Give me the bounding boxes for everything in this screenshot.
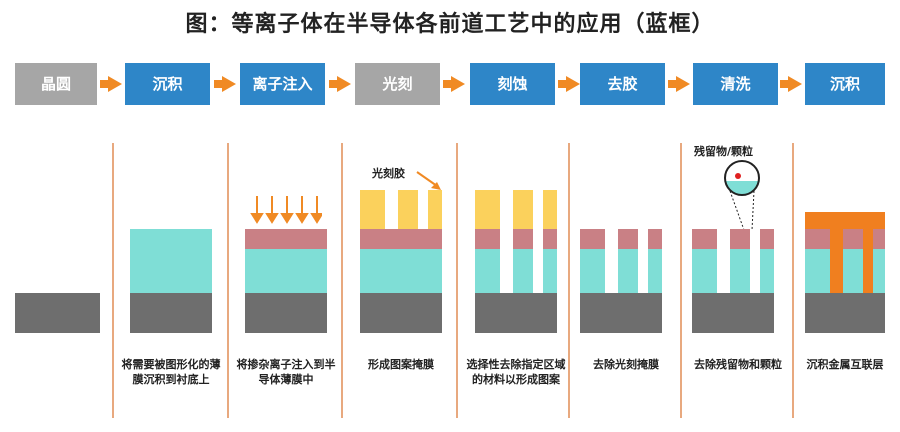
doped-layer [245, 229, 327, 249]
substrate [692, 293, 774, 333]
desc-metal-deposition: 沉积金属互联层 [806, 358, 884, 371]
substrate [580, 293, 662, 333]
desc-lithography: 形成图案掩膜 [368, 358, 434, 371]
arrow-icon [558, 76, 580, 92]
desc-clean: 去除残留物和颗粒 [694, 358, 782, 371]
divider [568, 143, 570, 418]
photoresist-layer [475, 190, 557, 229]
step-strip: 去胶 [580, 63, 665, 105]
step-lithography: 光刻 [355, 63, 440, 105]
desc-deposition: 将需要被图形化的薄膜沉积到衬底上 [121, 358, 221, 386]
divider [341, 143, 343, 418]
divider [112, 143, 114, 418]
film-layer [475, 249, 557, 293]
pointer-arrow-icon [416, 171, 441, 190]
film-layer [360, 249, 442, 293]
step-deposition-metal: 沉积 [805, 63, 885, 105]
metal-via [830, 229, 843, 293]
step-etch: 刻蚀 [470, 63, 555, 105]
divider [227, 143, 229, 418]
film-layer [805, 249, 885, 293]
step-wafer: 晶圆 [15, 63, 97, 105]
arrow-icon [100, 76, 122, 92]
divider [792, 143, 794, 418]
etched-trench [605, 229, 618, 293]
divider [456, 143, 458, 418]
desc-etch: 选择性去除指定区域的材料以形成图案 [466, 358, 566, 386]
substrate [360, 293, 442, 333]
ion-beam-arrows-icon [250, 196, 322, 224]
page-title: 图：等离子体在半导体各前道工艺中的应用（蓝框） [185, 12, 715, 37]
film-layer [580, 249, 662, 293]
photoresist-layer [360, 190, 442, 229]
desc-ion-implant: 将掺杂离子注入到半导体薄膜中 [236, 358, 336, 386]
arrow-icon [668, 76, 690, 92]
arrow-icon [780, 76, 802, 92]
metal-via [863, 229, 873, 293]
arrow-icon [329, 76, 351, 92]
substrate [15, 293, 100, 333]
substrate [245, 293, 327, 333]
desc-strip: 去除光刻掩膜 [593, 358, 659, 371]
doped-layer [805, 229, 885, 249]
arrow-icon [214, 76, 236, 92]
film-layer [245, 249, 327, 293]
divider [680, 143, 682, 418]
etched-trench [750, 229, 760, 293]
photoresist-label: 光刻胶 [372, 167, 405, 180]
arrow-icon [443, 76, 465, 92]
etched-trench [638, 229, 648, 293]
magnifier-icon [724, 160, 760, 231]
etched-trench [500, 190, 513, 293]
residue-label: 残留物/颗粒 [694, 145, 754, 158]
metal-top-layer [805, 212, 885, 229]
resist-gap [385, 190, 398, 229]
doped-layer [692, 229, 774, 249]
substrate [130, 293, 212, 333]
step-clean: 清洗 [693, 63, 778, 105]
step-ion-implant: 离子注入 [240, 63, 325, 105]
doped-layer [475, 229, 557, 249]
substrate [475, 293, 557, 333]
doped-layer [580, 229, 662, 249]
doped-layer [360, 229, 442, 249]
film-layer [692, 249, 774, 293]
etched-trench [533, 190, 543, 293]
resist-gap [418, 190, 428, 229]
step-deposition: 沉积 [125, 63, 210, 105]
etched-trench [717, 229, 730, 293]
substrate [805, 293, 885, 333]
deposited-film [130, 229, 212, 293]
